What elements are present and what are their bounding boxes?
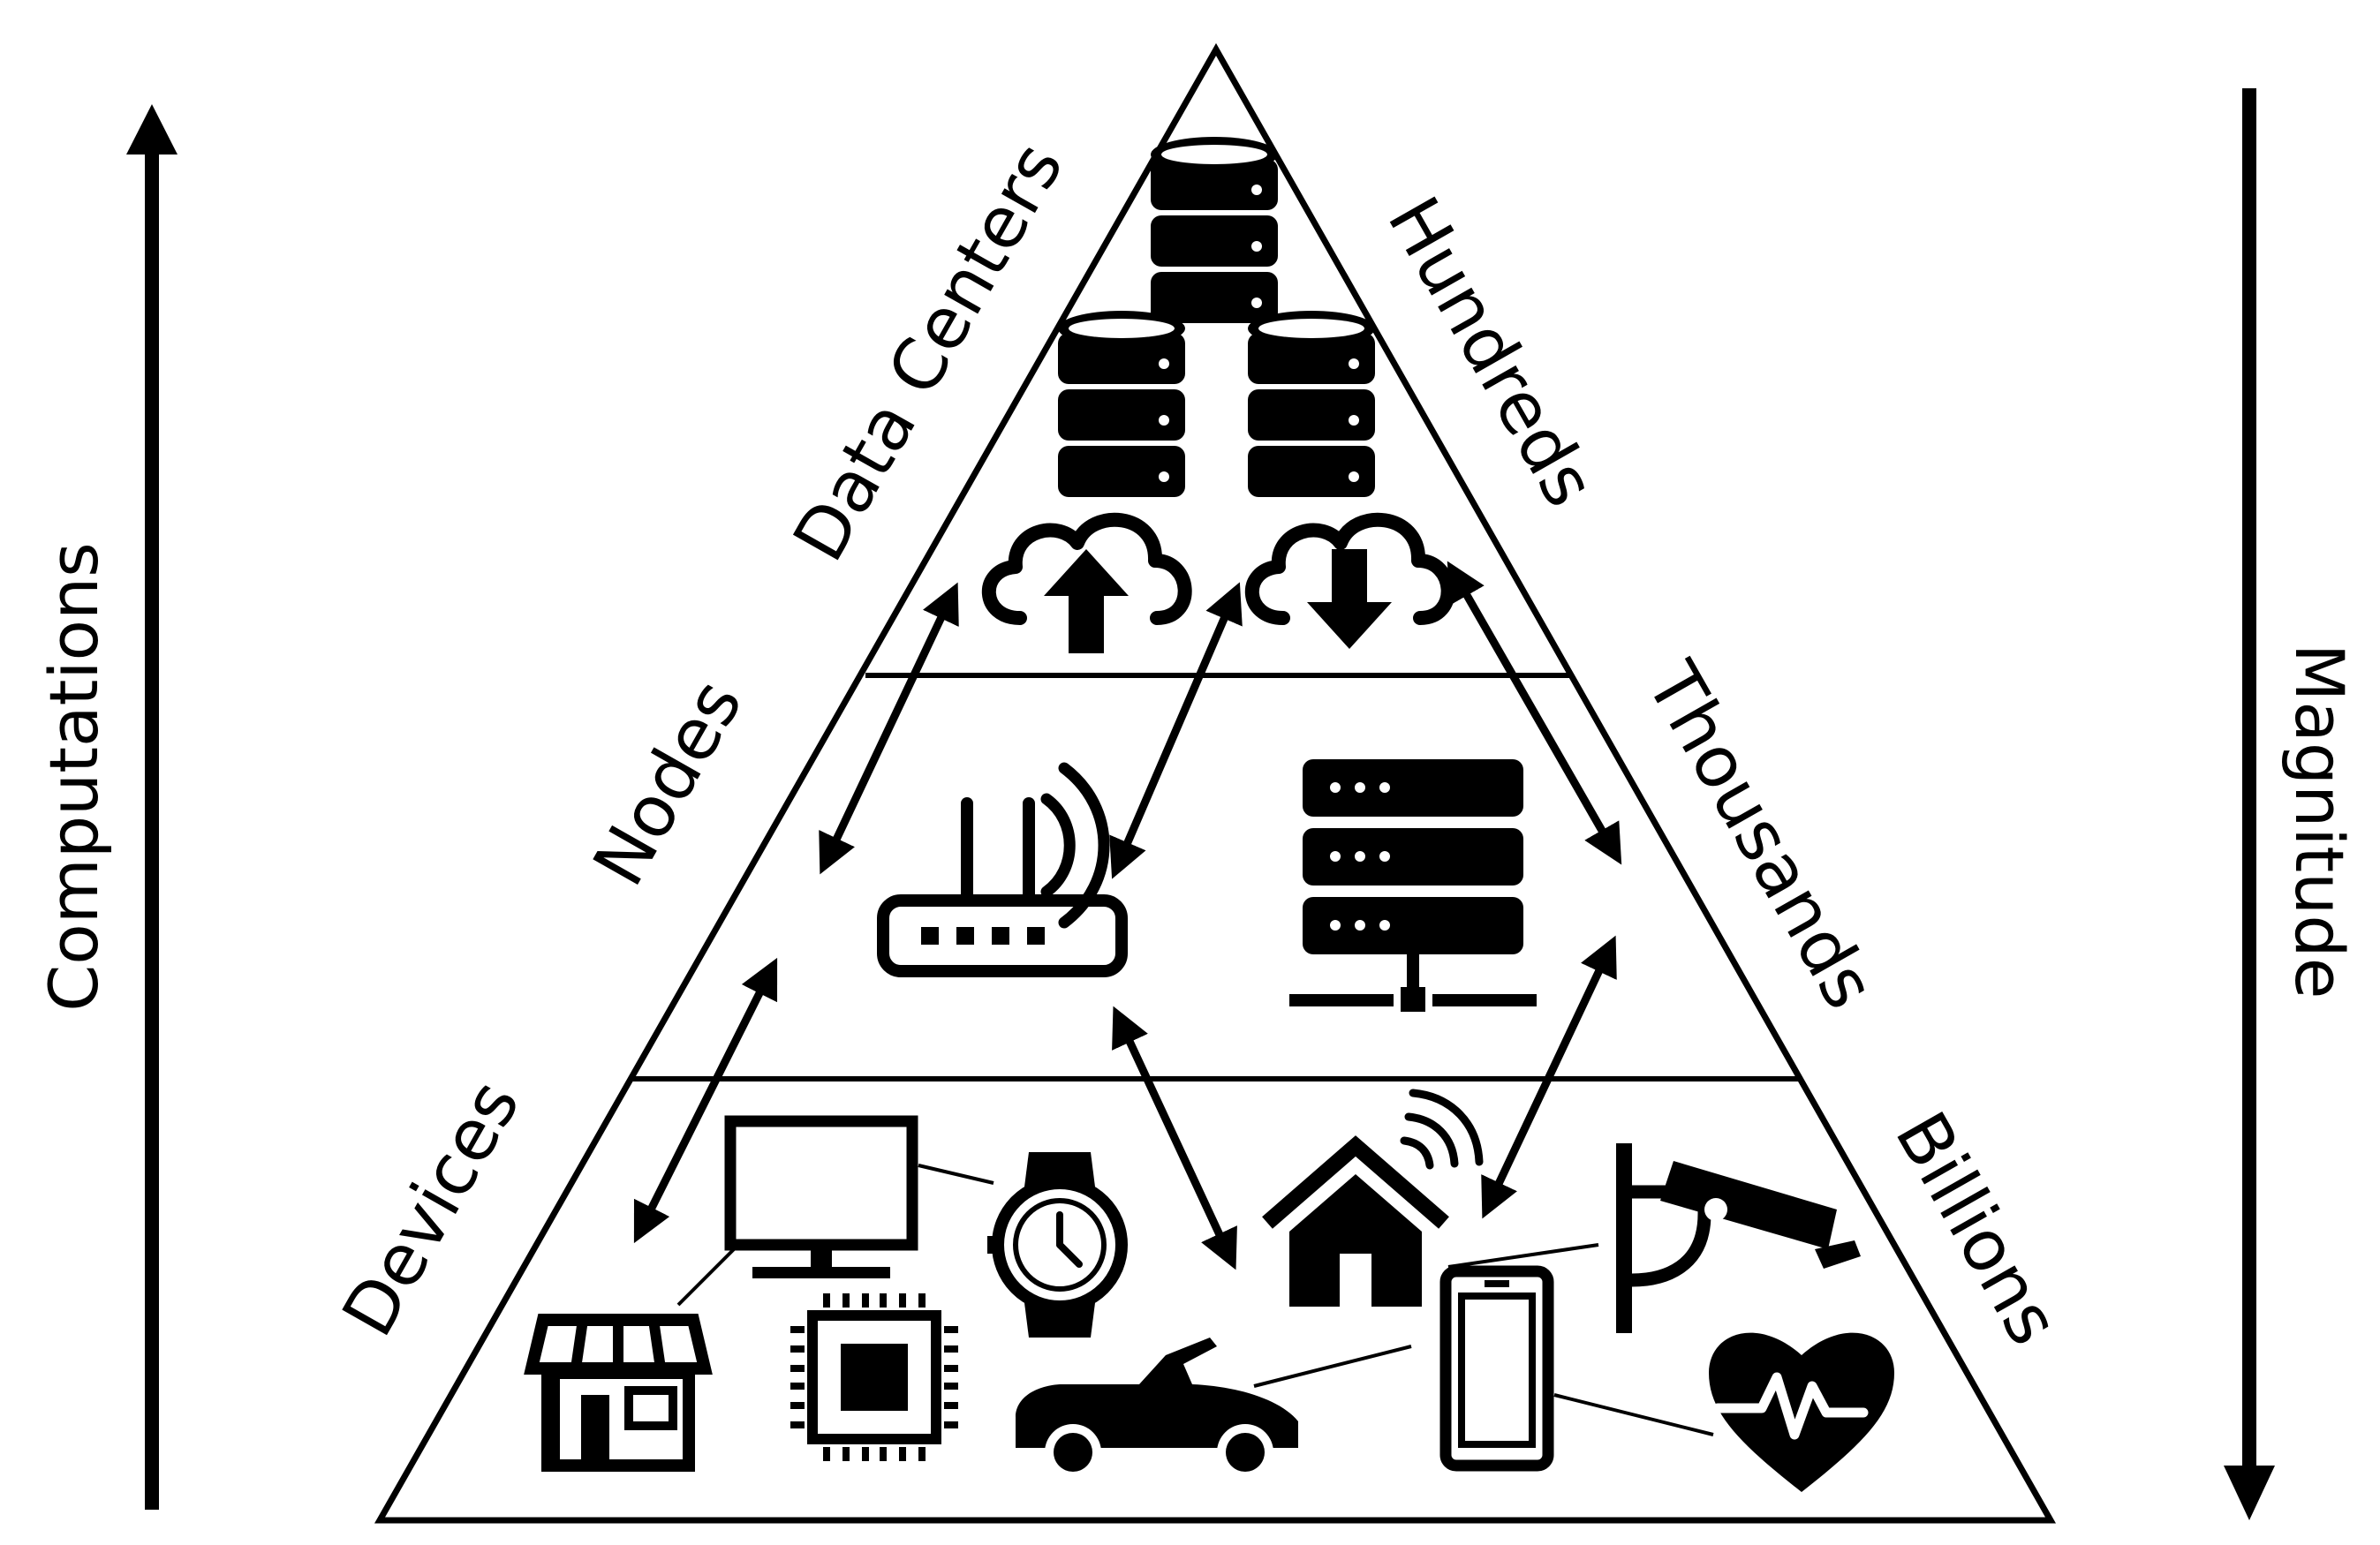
computations-axis: Computations [34, 104, 178, 1510]
tier-name-data-centers: Data Centers [777, 129, 1078, 575]
arrow-node-to-smart-home [1481, 935, 1617, 1219]
computations-label: Computations [34, 542, 113, 1012]
monitor-icon [724, 1115, 918, 1278]
arrow-router-to-car [1112, 1006, 1237, 1270]
arrow-cloud-to-router [1109, 582, 1243, 879]
device-connection-lines [676, 1164, 1714, 1436]
smartwatch-icon [987, 1152, 1128, 1338]
convertible-car-icon [1016, 1338, 1298, 1481]
cloud-download-icon [1244, 512, 1455, 649]
arrow-cloud-to-node-right [1447, 561, 1622, 865]
smartphone-icon [1439, 1265, 1554, 1472]
tier-count-hundreds: Hundreds [1371, 184, 1611, 520]
database-icon [1058, 311, 1185, 497]
smart-home-icon [1262, 1089, 1484, 1307]
magnitude-label: Magnitude [2280, 644, 2359, 999]
cloud-upload-icon [981, 512, 1192, 653]
microchip-icon [790, 1293, 958, 1461]
database-icon [1248, 311, 1375, 497]
storefront-icon [524, 1314, 713, 1472]
tier-count-thousands: Thousands [1630, 648, 1891, 1021]
arrow-cloud-to-node-left [819, 582, 959, 875]
arrow-node-to-device-left [633, 957, 778, 1244]
magnitude-axis: Magnitude [2224, 88, 2359, 1520]
tier-name-nodes: Nodes [578, 667, 759, 900]
heart-rate-icon [1709, 1332, 1894, 1492]
wifi-router-icon [877, 762, 1128, 977]
security-camera-icon [1616, 1143, 1861, 1333]
tier-count-billions: Billions [1879, 1098, 2075, 1358]
database-icon [1151, 137, 1278, 323]
bidirectional-arrows [633, 561, 1622, 1270]
server-rack-icon [1289, 759, 1537, 1012]
